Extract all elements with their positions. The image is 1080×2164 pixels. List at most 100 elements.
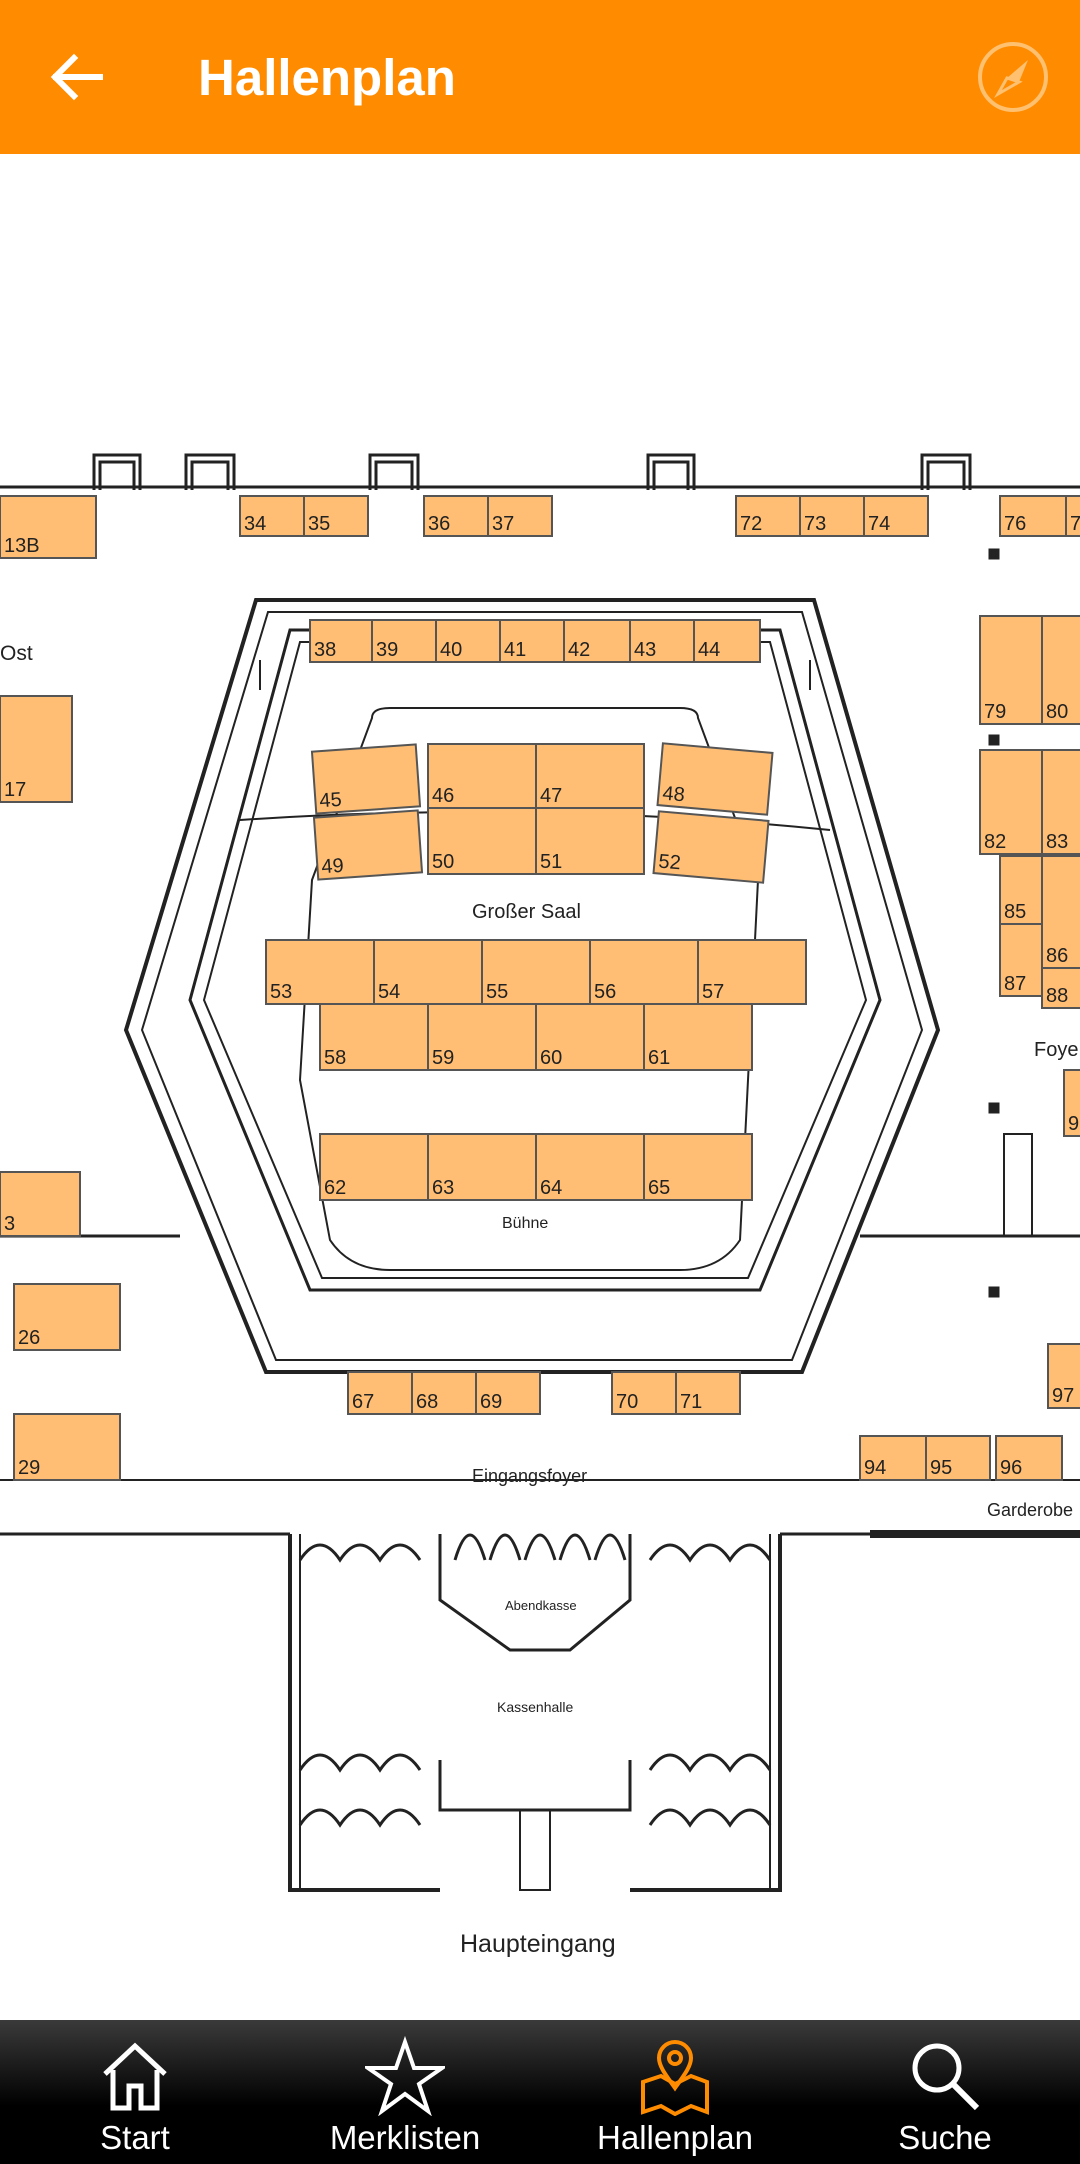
booth-79-box[interactable]: [979, 615, 1043, 725]
nav-item-suche[interactable]: Suche: [810, 2020, 1080, 2164]
booth-74-box[interactable]: [863, 495, 929, 537]
booth-96-box[interactable]: [995, 1435, 1063, 1481]
booth-87[interactable]: 87: [999, 923, 1043, 997]
booth-67[interactable]: 67: [347, 1371, 413, 1415]
nav-item-hallenplan[interactable]: Hallenplan: [540, 2020, 810, 2164]
booth-58-box[interactable]: [319, 1003, 429, 1071]
booth-36-box[interactable]: [423, 495, 489, 537]
booth-26[interactable]: 26: [13, 1283, 121, 1351]
booth-62[interactable]: 62: [319, 1133, 429, 1201]
booth-68[interactable]: 68: [411, 1371, 477, 1415]
booth-50[interactable]: 50: [427, 807, 537, 875]
booth-41-box[interactable]: [499, 619, 565, 663]
booth-45[interactable]: 45: [310, 743, 422, 815]
booth-37-box[interactable]: [487, 495, 553, 537]
booth-56-box[interactable]: [589, 939, 699, 1005]
booth-50-box[interactable]: [427, 807, 537, 875]
booth-87-box[interactable]: [999, 923, 1043, 997]
booth-7-box[interactable]: [1065, 495, 1080, 537]
booth-29-box[interactable]: [13, 1413, 121, 1481]
booth-83-box[interactable]: [1041, 749, 1080, 855]
booth-69[interactable]: 69: [475, 1371, 541, 1415]
booth-42-box[interactable]: [563, 619, 631, 663]
booth-71-box[interactable]: [675, 1371, 741, 1415]
booth-29[interactable]: 29: [13, 1413, 121, 1481]
booth-73-box[interactable]: [799, 495, 865, 537]
booth-47-box[interactable]: [535, 743, 645, 809]
booth-72-box[interactable]: [735, 495, 801, 537]
booth-35-box[interactable]: [303, 495, 369, 537]
booth-80[interactable]: 80: [1041, 615, 1080, 725]
booth-64[interactable]: 64: [535, 1133, 645, 1201]
booth-63[interactable]: 63: [427, 1133, 537, 1201]
booth-69-box[interactable]: [475, 1371, 541, 1415]
booth-39[interactable]: 39: [371, 619, 437, 663]
booth-60-box[interactable]: [535, 1003, 645, 1071]
booth-49-box[interactable]: [312, 809, 424, 881]
booth-59[interactable]: 59: [427, 1003, 537, 1071]
booth-52-box[interactable]: [652, 810, 770, 884]
booth-51[interactable]: 51: [535, 807, 645, 875]
booth-59-box[interactable]: [427, 1003, 537, 1071]
booth-57-box[interactable]: [697, 939, 807, 1005]
booth-9[interactable]: 9: [1063, 1069, 1080, 1137]
booth-42[interactable]: 42: [563, 619, 631, 663]
booth-52[interactable]: 52: [652, 810, 770, 884]
compass-button[interactable]: [974, 38, 1052, 116]
booth-26-box[interactable]: [13, 1283, 121, 1351]
booth-48[interactable]: 48: [656, 742, 774, 816]
booth-94[interactable]: 94: [859, 1435, 927, 1481]
booth-60[interactable]: 60: [535, 1003, 645, 1071]
booth-63-box[interactable]: [427, 1133, 537, 1201]
booth-34[interactable]: 34: [239, 495, 305, 537]
booth-55[interactable]: 55: [481, 939, 591, 1005]
booth-95[interactable]: 95: [925, 1435, 991, 1481]
booth-97[interactable]: 97: [1047, 1343, 1080, 1409]
booth-82-box[interactable]: [979, 749, 1043, 855]
booth-57[interactable]: 57: [697, 939, 807, 1005]
booth-39-box[interactable]: [371, 619, 437, 663]
booth-37[interactable]: 37: [487, 495, 553, 537]
booth-51-box[interactable]: [535, 807, 645, 875]
booth-97-box[interactable]: [1047, 1343, 1080, 1409]
booth-38[interactable]: 38: [309, 619, 373, 663]
booth-13B[interactable]: 13B: [0, 495, 97, 559]
booth-79[interactable]: 79: [979, 615, 1043, 725]
booth-64-box[interactable]: [535, 1133, 645, 1201]
booth-44[interactable]: 44: [693, 619, 761, 663]
booth-85[interactable]: 85: [999, 855, 1043, 925]
booth-88-box[interactable]: [1041, 967, 1080, 1009]
booth-82[interactable]: 82: [979, 749, 1043, 855]
booth-86-box[interactable]: [1041, 855, 1080, 969]
booth-73[interactable]: 73: [799, 495, 865, 537]
booth-46[interactable]: 46: [427, 743, 537, 809]
booth-71[interactable]: 71: [675, 1371, 741, 1415]
back-button[interactable]: [40, 40, 114, 114]
booth-54[interactable]: 54: [373, 939, 483, 1005]
booth-67-box[interactable]: [347, 1371, 413, 1415]
booth-43[interactable]: 43: [629, 619, 695, 663]
booth-48-box[interactable]: [656, 742, 774, 816]
booth-86[interactable]: 86: [1041, 855, 1080, 969]
booth-40[interactable]: 40: [435, 619, 501, 663]
booth-9-box[interactable]: [1063, 1069, 1080, 1137]
booth-17[interactable]: 17: [0, 695, 73, 803]
booth-49[interactable]: 49: [312, 809, 424, 881]
nav-item-merklisten[interactable]: Merklisten: [270, 2020, 540, 2164]
booth-94-box[interactable]: [859, 1435, 927, 1481]
booth-41[interactable]: 41: [499, 619, 565, 663]
booth-65[interactable]: 65: [643, 1133, 753, 1201]
booth-3[interactable]: 3: [0, 1171, 81, 1237]
booth-44-box[interactable]: [693, 619, 761, 663]
booth-72[interactable]: 72: [735, 495, 801, 537]
booth-53[interactable]: 53: [265, 939, 375, 1005]
booth-56[interactable]: 56: [589, 939, 699, 1005]
booth-70[interactable]: 70: [611, 1371, 677, 1415]
booth-45-box[interactable]: [310, 743, 422, 815]
booth-58[interactable]: 58: [319, 1003, 429, 1071]
booth-65-box[interactable]: [643, 1133, 753, 1201]
booth-70-box[interactable]: [611, 1371, 677, 1415]
booth-17-box[interactable]: [0, 695, 73, 803]
